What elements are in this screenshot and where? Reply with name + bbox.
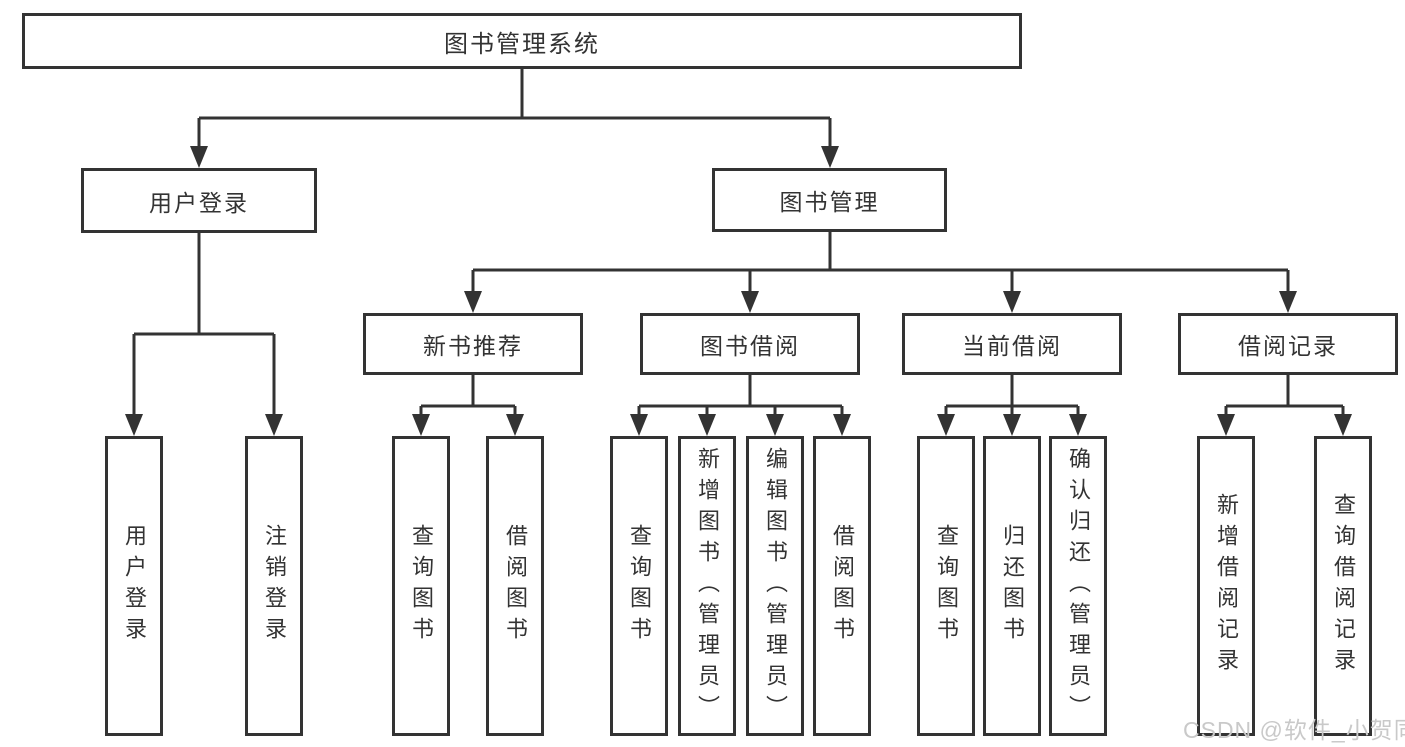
leaf-cb-query-books: 查询图书 — [917, 436, 975, 736]
leaf-bb-edit-books-admin: 编辑图书（管理员） — [746, 436, 804, 736]
leaf-logout-label: 注销登录 — [262, 524, 287, 648]
leaf-nb-query-books-label: 查询图书 — [409, 524, 434, 648]
node-book-management-label: 图书管理 — [779, 189, 880, 215]
leaf-bb-query-books-label: 查询图书 — [627, 524, 652, 648]
leaf-logout: 注销登录 — [245, 436, 303, 736]
leaf-bb-add-books-admin: 新增图书（管理员） — [678, 436, 736, 736]
node-book-management: 图书管理 — [712, 168, 947, 232]
leaf-cb-query-books-label: 查询图书 — [934, 524, 959, 648]
node-root: 图书管理系统 — [22, 13, 1022, 69]
node-book-borrow: 图书借阅 — [640, 313, 860, 375]
leaf-user-login: 用户登录 — [105, 436, 163, 736]
node-new-book-recommend-label: 新书推荐 — [423, 333, 523, 359]
node-borrow-records-label: 借阅记录 — [1238, 333, 1338, 359]
leaf-cb-confirm-return-admin: 确认归还（管理员） — [1049, 436, 1107, 736]
node-current-borrow-label: 当前借阅 — [962, 333, 1062, 359]
csdn-watermark: CSDN @软件_小贺同学 — [1183, 717, 1405, 743]
leaf-cb-return-books-label: 归还图书 — [1000, 524, 1025, 648]
leaf-cb-return-books: 归还图书 — [983, 436, 1041, 736]
leaf-nb-borrow-books-label: 借阅图书 — [503, 524, 528, 648]
connector-new-book-to-leaves — [412, 375, 524, 436]
node-book-borrow-label: 图书借阅 — [700, 333, 800, 359]
leaf-cb-confirm-return-admin-label: 确认归还（管理员） — [1066, 446, 1091, 726]
connector-book-borrow-to-leaves — [630, 375, 851, 436]
leaf-user-login-label: 用户登录 — [122, 524, 147, 648]
leaf-bb-borrow-books: 借阅图书 — [813, 436, 871, 736]
leaf-nb-borrow-books: 借阅图书 — [486, 436, 544, 736]
node-current-borrow: 当前借阅 — [902, 313, 1122, 375]
node-root-label: 图书管理系统 — [444, 30, 600, 58]
node-user-login: 用户登录 — [81, 168, 317, 233]
leaf-br-query-record: 查询借阅记录 — [1314, 436, 1372, 736]
node-user-login-label: 用户登录 — [149, 189, 249, 216]
leaf-br-query-record-label: 查询借阅记录 — [1331, 493, 1356, 679]
leaf-bb-query-books: 查询图书 — [610, 436, 668, 736]
leaf-br-add-record-label: 新增借阅记录 — [1214, 493, 1239, 679]
connector-user-login-to-leaves — [125, 233, 283, 436]
node-new-book-recommend: 新书推荐 — [363, 313, 583, 375]
leaf-bb-borrow-books-label: 借阅图书 — [830, 524, 855, 648]
connector-root-to-level2 — [190, 69, 839, 168]
connector-borrow-records-to-leaves — [1217, 375, 1352, 436]
connector-book-management-to-level3 — [464, 232, 1297, 313]
leaf-bb-edit-books-admin-label: 编辑图书（管理员） — [763, 446, 788, 726]
node-borrow-records: 借阅记录 — [1178, 313, 1398, 375]
leaf-bb-add-books-admin-label: 新增图书（管理员） — [695, 446, 720, 726]
leaf-br-add-record: 新增借阅记录 — [1197, 436, 1255, 736]
leaf-nb-query-books: 查询图书 — [392, 436, 450, 736]
connector-current-borrow-to-leaves — [937, 375, 1087, 436]
